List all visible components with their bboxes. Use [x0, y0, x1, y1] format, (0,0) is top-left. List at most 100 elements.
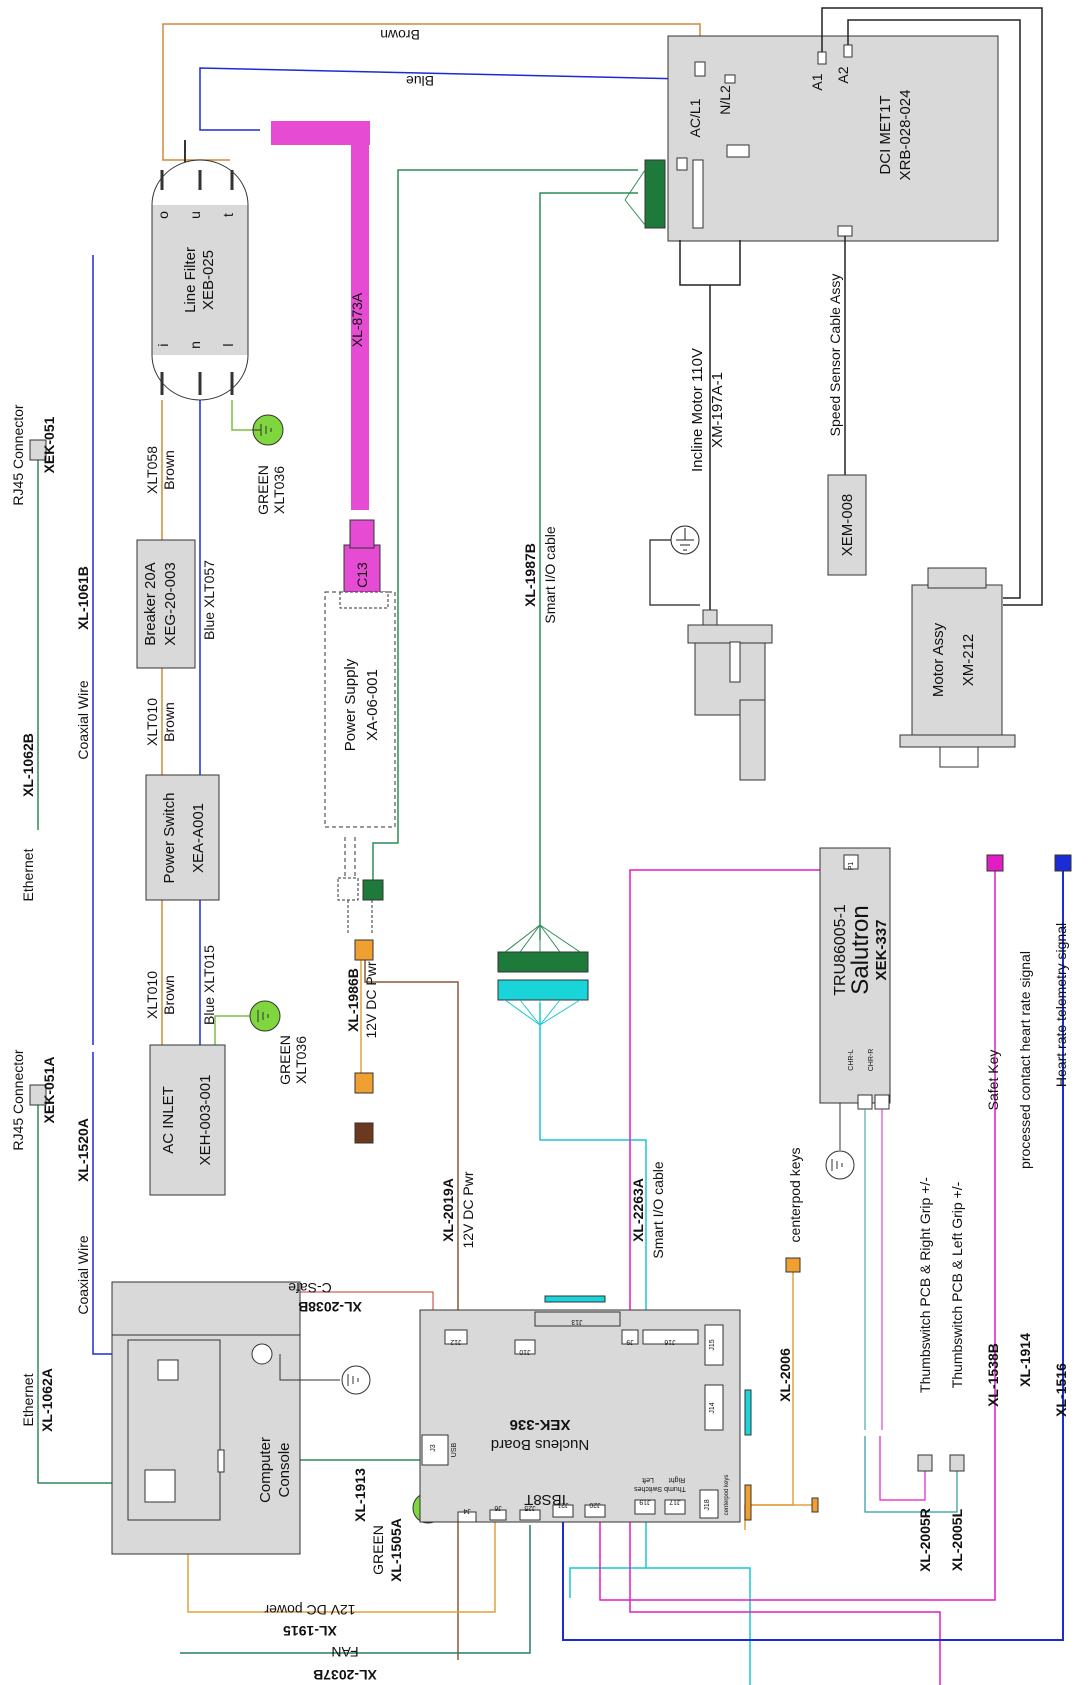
console-usb-port: [157, 1359, 179, 1381]
salutron-ground-icon: [825, 1150, 855, 1180]
dci-io-fan: [624, 169, 646, 201]
computer-console-line1: Computer: [257, 1437, 274, 1503]
nucleus-board-label: Nucleus Board: [491, 1436, 589, 1453]
green-1505-label: GREEN: [370, 1525, 386, 1575]
coax-top-label: Coaxial Wire: [75, 680, 91, 760]
dci-io-fan2: [624, 199, 646, 226]
speed-sensor-label: Speed Sensor Cable Assy: [827, 274, 843, 437]
thumb-right-label: Thumbswitch PCB & Right Grip +/-: [917, 1177, 933, 1393]
acinlet-ground-icon: [249, 1000, 281, 1032]
safetykey-magenta: [599, 855, 996, 1601]
j25-label: J25: [524, 1504, 535, 1511]
j19-label: J19: [639, 1498, 650, 1505]
xlt058-label: XLT058: [144, 446, 160, 494]
dc-conn-orange-b: [354, 1072, 374, 1094]
blue-top-label: Blue: [406, 73, 434, 89]
j20-label: J20: [589, 1501, 600, 1508]
j14-port: [704, 1384, 724, 1431]
rj45-top-icon: [29, 439, 47, 461]
green-xlt036-a: GREEN: [255, 465, 271, 515]
breaker-part: XEG-20-003: [162, 562, 179, 645]
smart-io-green-conn: [497, 951, 589, 973]
blue-xlt015-label: Blue XLT015: [201, 945, 217, 1025]
right-label: Right: [669, 1476, 685, 1483]
motor-assy-part: XM-212: [960, 634, 977, 687]
j10-label: J10: [519, 1348, 530, 1355]
lf-i-label: i: [155, 343, 171, 346]
j12-label: J12: [450, 1338, 461, 1345]
dci-slot: [692, 159, 704, 229]
xlt036-b: XLT036: [293, 1036, 309, 1084]
power-switch-box: [145, 774, 220, 901]
j14-label: J14: [709, 1402, 716, 1413]
breaker-name: Breaker 20A: [142, 562, 159, 645]
j4-label: J4: [463, 1507, 471, 1514]
blue-top-wire: [199, 67, 731, 131]
dci-met1t-box: [667, 35, 999, 242]
xek337-label: XEK-337: [873, 920, 890, 981]
ps-conn-dashed: [337, 877, 359, 901]
smart-io-green-fan: [504, 924, 581, 953]
lf-l-label: l: [220, 343, 236, 346]
hr-telemetry-conn: [1054, 854, 1072, 872]
xl2263a-label: XL-2263A: [630, 1178, 646, 1242]
xem008-label: XEM-008: [839, 494, 856, 557]
xl1061b-label: XL-1061B: [75, 566, 91, 630]
thumb-right-wire: [879, 1436, 926, 1501]
j21-port: [552, 1504, 574, 1518]
incline-ground-icon: [670, 525, 700, 555]
brown058-label: Brown: [161, 450, 177, 490]
j15-label: J15: [709, 1339, 716, 1350]
cyan-to-board: [569, 1567, 646, 1598]
motor-assy-name: Motor Assy: [930, 622, 947, 697]
j25-port: [519, 1509, 541, 1521]
j10-port: [514, 1339, 536, 1355]
power-supply-name: Power Supply: [342, 658, 359, 751]
dci-speed-port: [837, 225, 853, 237]
brown-top-wire: [162, 23, 701, 161]
ac-inlet-box: [149, 1044, 226, 1196]
ac-inlet-part: XEH-003-001: [197, 1075, 214, 1166]
dci-small-1: [676, 157, 688, 171]
centerpod-label: centerpod keys: [787, 1148, 803, 1243]
a2-wire: [847, 19, 1021, 599]
xem008-box: [827, 474, 867, 576]
smart-io-b-label: Smart I/O cable: [650, 1161, 666, 1258]
dc-conn-orange-a: [354, 939, 374, 961]
brown-top-label: Brown: [380, 27, 420, 43]
xl2019a-label: XL-2019A: [440, 1178, 456, 1242]
hr-blue: [562, 855, 1064, 1641]
j4-port: [457, 1511, 477, 1523]
rj45-bottom-label: RJ45 Connector: [10, 1049, 26, 1151]
incline-motor-tab: [729, 641, 741, 683]
p1-port: [843, 854, 859, 870]
breaker-box: [136, 539, 196, 669]
xlt036-a: XLT036: [271, 466, 287, 514]
safety-key-conn: [986, 854, 1004, 872]
j3-label: J3: [430, 1444, 437, 1452]
xl2005l-label: XL-2005L: [949, 1508, 965, 1571]
csafe-label: C-Safe: [288, 1280, 332, 1296]
j16-port: [642, 1329, 699, 1345]
dc-conn-brown: [354, 1122, 374, 1144]
ps-c13-socket: [339, 591, 389, 609]
chr-l-port: [857, 1094, 873, 1110]
j17-port: [664, 1499, 686, 1515]
a2-label: A2: [835, 66, 851, 83]
xl1505a-label: XL-1505A: [388, 1518, 404, 1582]
chr-r-label: CHR-R: [868, 1049, 875, 1072]
usb-label: USB: [451, 1442, 458, 1457]
chr-r-port: [874, 1094, 890, 1110]
xek051a-label: XEK-051A: [41, 1057, 57, 1124]
thumb-sw-label: Thumb Switches: [634, 1485, 686, 1492]
fan-teal: [180, 1525, 531, 1654]
nucleus-board: [419, 1309, 741, 1523]
smart-io-cyan-conn: [497, 979, 589, 1001]
j6-port: [489, 1509, 507, 1521]
xl1520a-label: XL-1520A: [75, 1118, 91, 1182]
n-l2-terminal: [724, 74, 736, 84]
centerpod-conn: [785, 1257, 801, 1273]
safety-key-label: Safet Key: [985, 1050, 1001, 1111]
j18-port: [699, 1489, 719, 1519]
thumb-left-label: Thumbswitch PCB & Left Grip +/-: [949, 1181, 965, 1388]
